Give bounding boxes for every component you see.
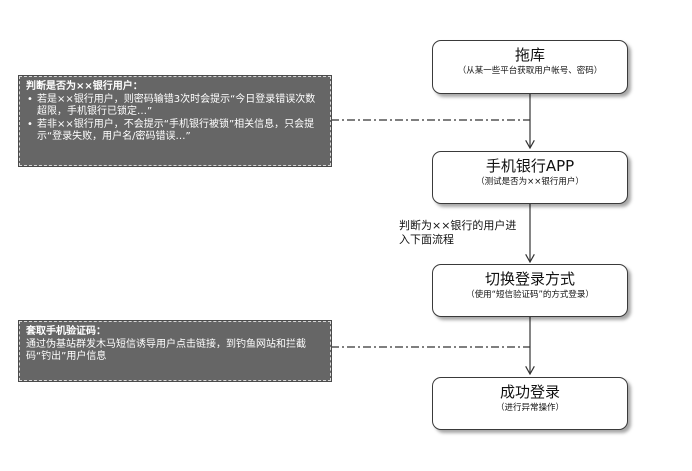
edge-label: 判断为××银行的用户进入下面流程 (399, 219, 517, 246)
node-title: 拖库 (514, 46, 545, 64)
node-title: 手机银行APP (485, 157, 575, 175)
note-title: 判断是否为××银行用户： (26, 81, 143, 92)
node-login-success: 成功登录 （进行异常操作） (432, 377, 628, 430)
note-list: 若是××银行用户，则密码输错3次时会提示“今日登录错误次数超限，手机银行已锁定…… (26, 94, 324, 144)
node-subtitle: （使用“短信验证码”的方式登录） (466, 290, 594, 300)
node-title: 成功登录 (499, 383, 560, 401)
node-title: 切换登录方式 (484, 270, 575, 288)
node-subtitle: （从某一些平台获取用户帐号、密码） (457, 66, 603, 76)
note-item: 若非××银行用户，不会提示“手机银行被锁”相关信息，只会提示“登录失败，用户名/… (26, 119, 324, 144)
node-mobile-bank-app: 手机银行APP （测试是否为××银行用户） (432, 151, 628, 204)
node-subtitle: （测试是否为××银行用户） (476, 177, 584, 187)
node-subtitle: （进行异常操作） (495, 403, 564, 413)
note-judge-bank-user: 判断是否为××银行用户： 若是××银行用户，则密码输错3次时会提示“今日登录错误… (18, 75, 332, 167)
note-title: 套取手机验证码： (26, 326, 106, 337)
note-sms-code: 套取手机验证码： 通过伪基站群发木马短信诱导用户点击链接，到钓鱼网站和拦截码“钓… (18, 320, 332, 382)
node-switch-login: 切换登录方式 （使用“短信验证码”的方式登录） (432, 264, 628, 317)
note-text: 通过伪基站群发木马短信诱导用户点击链接，到钓鱼网站和拦截码“钓出”用户信息 (26, 338, 306, 363)
node-drag-library: 拖库 （从某一些平台获取用户帐号、密码） (432, 40, 628, 94)
note-item: 若是××银行用户，则密码输错3次时会提示“今日登录错误次数超限，手机银行已锁定…… (26, 94, 324, 119)
